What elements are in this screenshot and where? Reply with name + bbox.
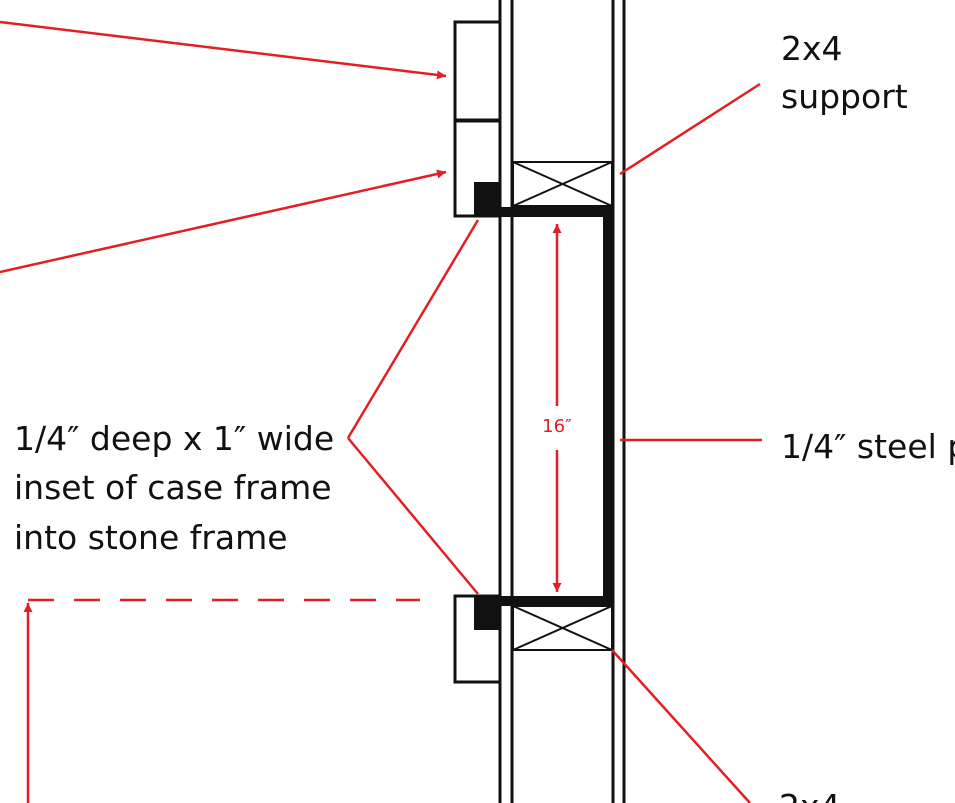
steel-plate-label: 1/4″ steel p: [781, 427, 955, 466]
two-by-four-bottom: [512, 605, 613, 651]
inset-label-line2: inset of case frame: [14, 468, 332, 507]
two-by-four-top: [512, 161, 613, 207]
inset-label-line1: 1/4″ deep x 1″ wide: [14, 419, 334, 458]
leader-lines: [0, 20, 762, 803]
dimension-label: 16″: [542, 416, 572, 437]
case-frame: [474, 182, 614, 630]
inset-label-line3: into stone frame: [14, 518, 288, 557]
support-top-label-line1: 2x4: [781, 29, 843, 68]
support-bottom-label: 2x4: [779, 787, 841, 803]
support-top-label-line2: support: [781, 77, 908, 116]
